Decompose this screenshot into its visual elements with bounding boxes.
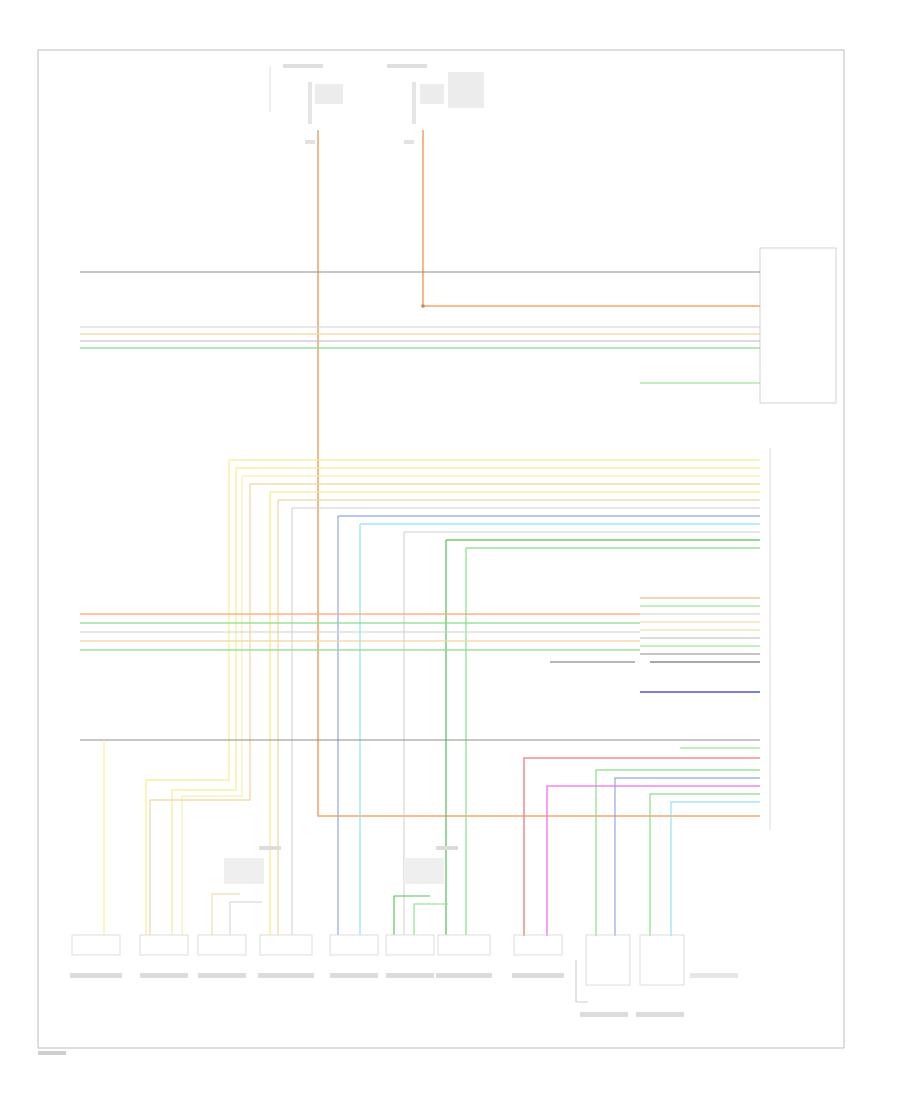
amplifier-output-lines xyxy=(80,739,760,936)
ground-label-left xyxy=(305,140,315,144)
speaker-feed-lines xyxy=(145,459,760,935)
speaker xyxy=(329,934,379,978)
fuse-right xyxy=(387,64,484,124)
ground-label-right xyxy=(404,140,414,144)
feed-wire-left xyxy=(317,130,760,817)
subwoofer-bracket xyxy=(575,960,588,1003)
speaker xyxy=(385,934,435,978)
speaker xyxy=(139,934,189,978)
amplifier-input-lines xyxy=(80,597,760,693)
speaker-row xyxy=(70,934,738,1017)
speaker xyxy=(512,934,564,978)
radio-harness-lines xyxy=(80,271,760,384)
speaker xyxy=(580,934,631,1017)
speaker xyxy=(690,973,738,978)
diagram-border xyxy=(37,49,845,1049)
fuse-left xyxy=(269,64,343,124)
speaker xyxy=(436,934,492,978)
radio-module-box xyxy=(759,247,837,404)
speaker xyxy=(197,934,247,978)
speaker xyxy=(636,934,685,1017)
speaker xyxy=(258,934,314,978)
feed-splice xyxy=(421,304,425,308)
right-door-sub-harness xyxy=(393,846,458,935)
left-door-sub-harness xyxy=(211,846,281,935)
speaker xyxy=(70,934,122,978)
feed-wire-right xyxy=(422,130,760,307)
footer-code-mark xyxy=(38,1051,66,1055)
